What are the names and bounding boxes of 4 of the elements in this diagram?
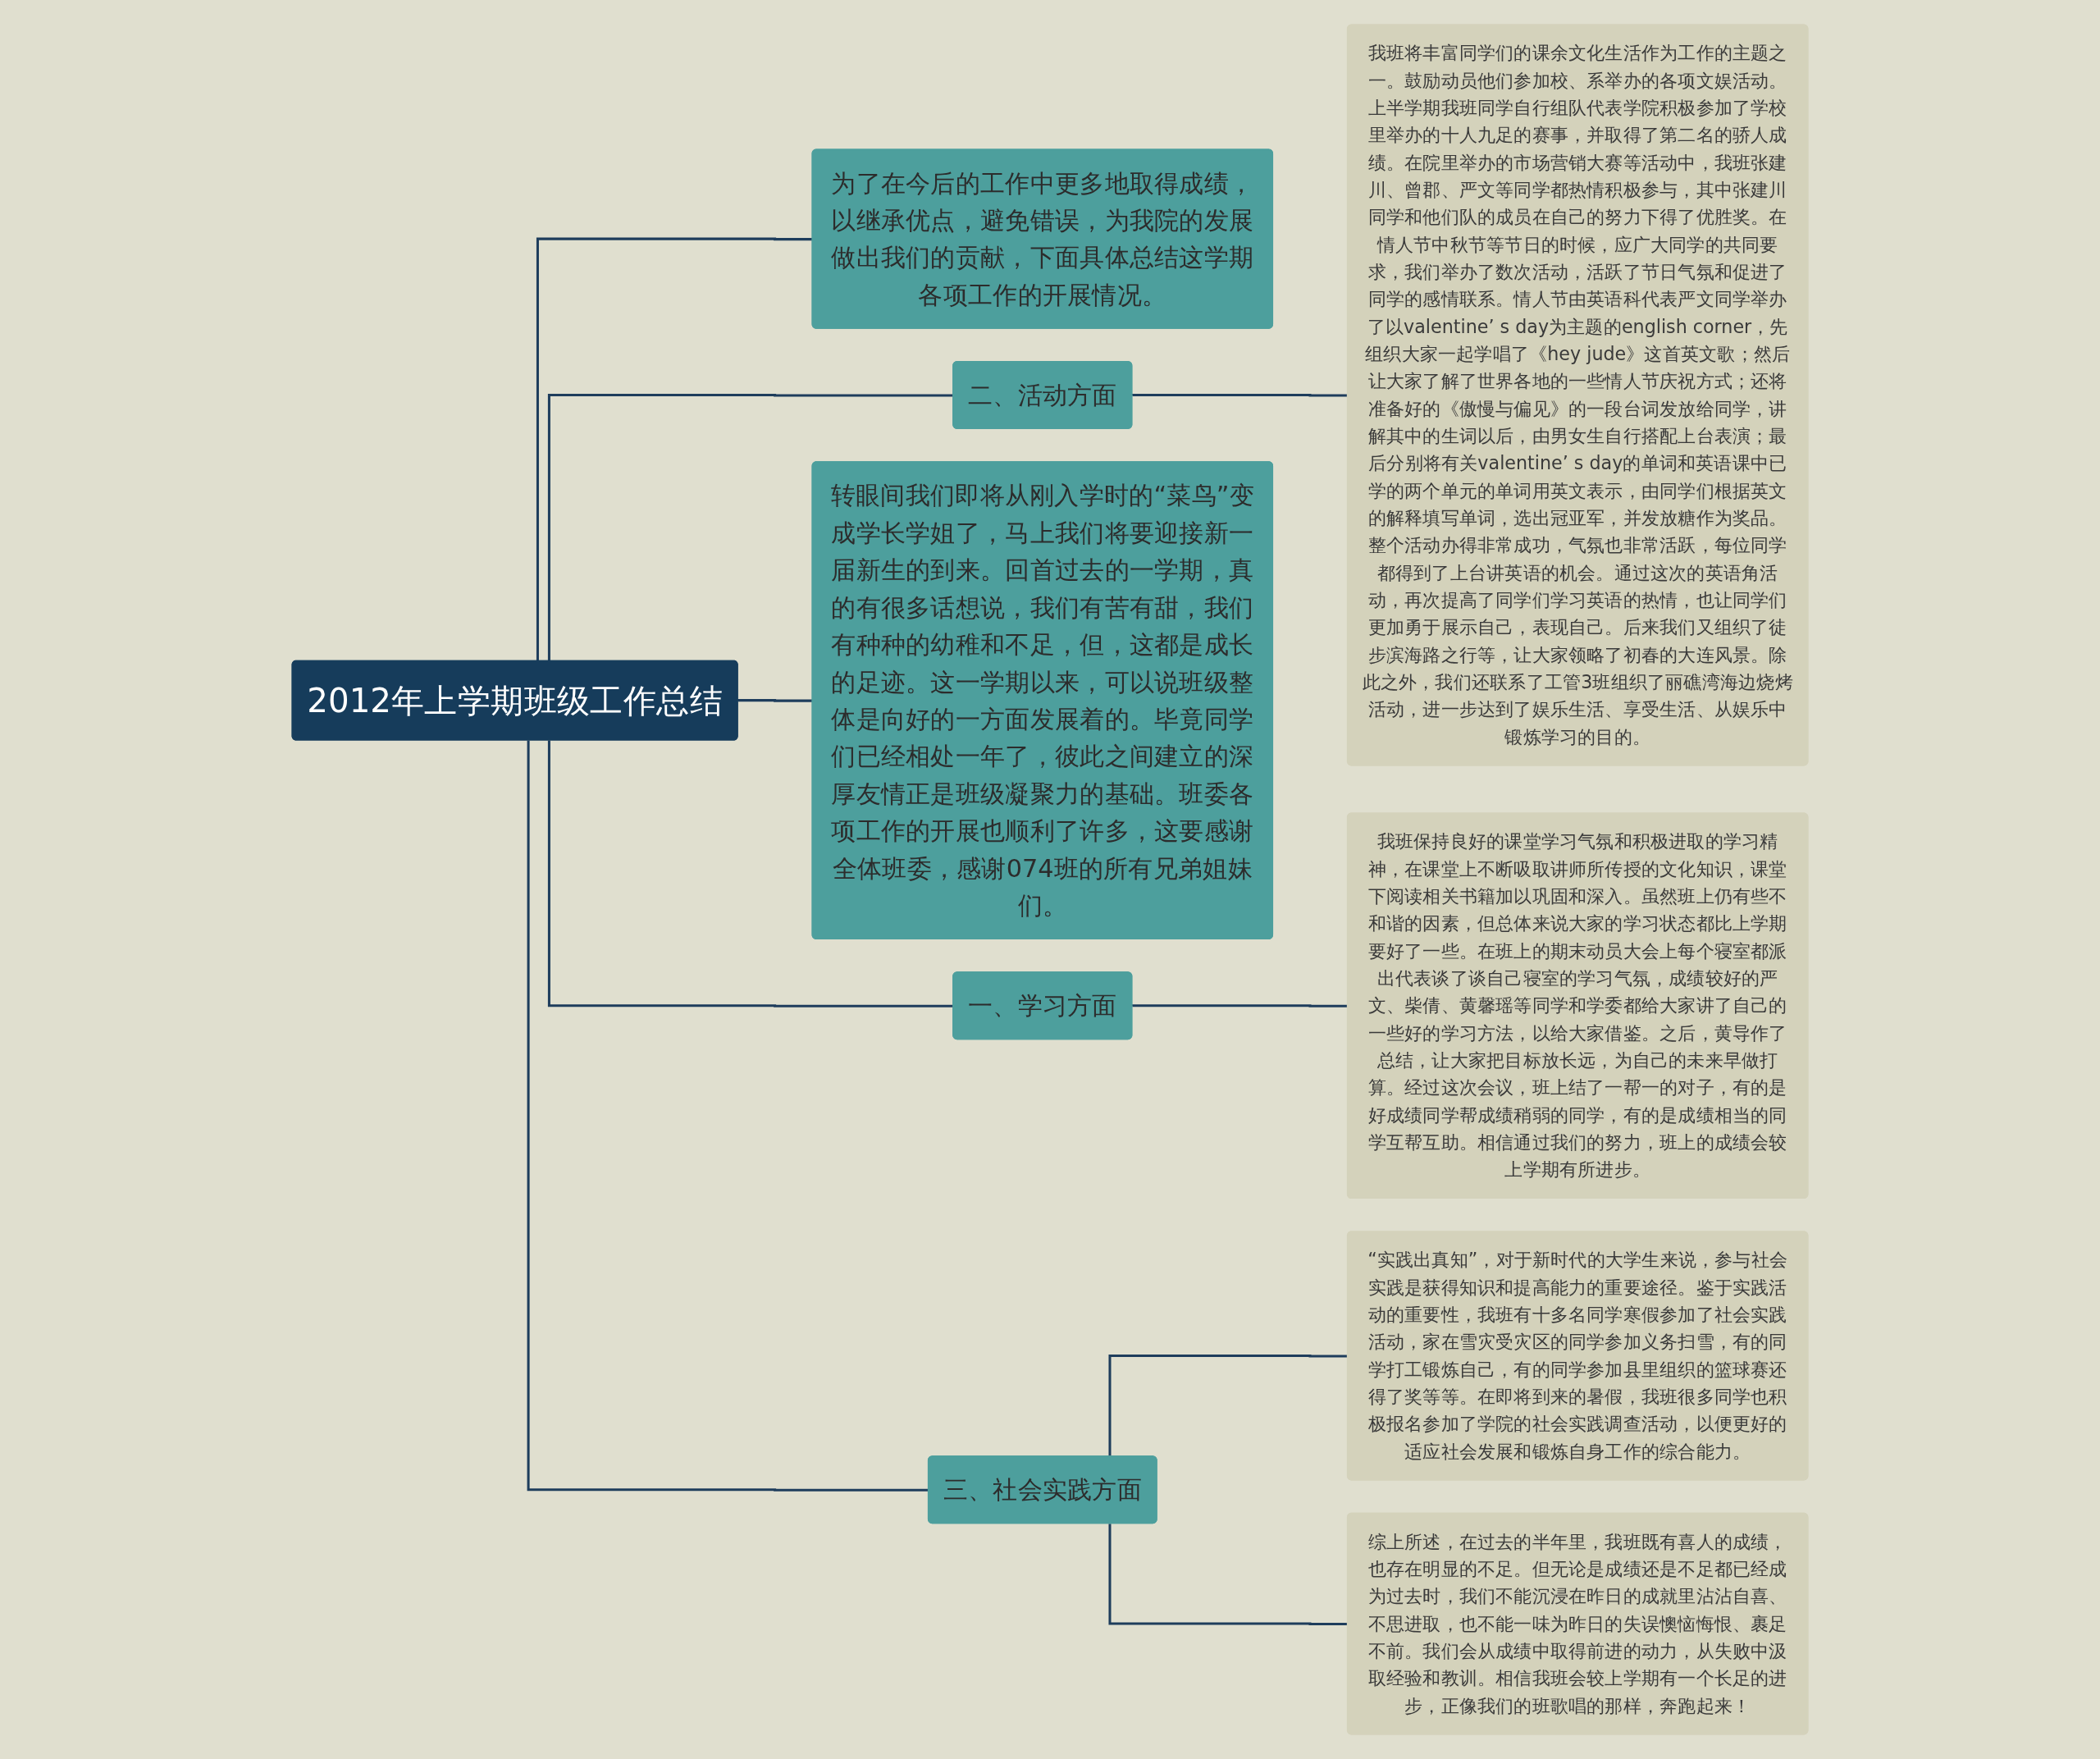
connector: [1108, 1354, 1348, 1457]
connector: [536, 237, 813, 661]
connector: [527, 740, 929, 1492]
connector: [1108, 1524, 1348, 1626]
